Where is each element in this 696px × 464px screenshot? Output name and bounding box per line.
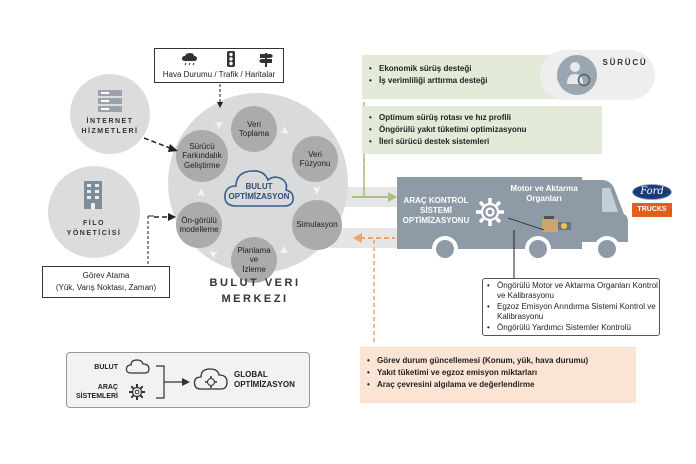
- node-planning: Planlama ve İzleme: [231, 237, 277, 283]
- list-item: Görev durum güncellemesi (Konum, yük, ha…: [366, 355, 632, 367]
- engine-icon: [542, 216, 571, 232]
- engine-control-list: Öngörülü Motor ve Aktarma Organları Kont…: [486, 281, 658, 333]
- node-simulation: Simulasyon: [292, 200, 342, 250]
- signpost-icon: [259, 53, 273, 67]
- mission-status-list: Görev durum güncellemesi (Konum, yük, ha…: [366, 355, 632, 391]
- list-item: Ekonomik sürüş desteği: [368, 63, 608, 75]
- legend-bracket-arrow: [156, 365, 190, 399]
- list-item: Yakıt tüketimi ve egzoz emisyon miktarla…: [366, 367, 632, 379]
- list-item: Araç çevresini algılama ve değerlendirme: [366, 379, 632, 391]
- gear-icon: [129, 384, 145, 400]
- cloud-center-label: BULUT OPTİMİZASYON: [228, 182, 290, 201]
- trucks-badge: TRUCKS: [632, 203, 672, 217]
- global-cloud-gear-icon: [193, 368, 228, 390]
- list-item: Optimum sürüş rotası ve hız profili: [368, 112, 598, 124]
- task-box-title: Görev Atama: [82, 271, 130, 280]
- engine-pointer: [507, 217, 545, 282]
- node-driver-awareness: Sürücü Farkındalık Geliştirme: [176, 130, 228, 182]
- truck-wheel-mid: [525, 236, 551, 262]
- traffic-light-icon: [227, 51, 235, 67]
- task-assignment-box: [42, 266, 170, 298]
- weather-traffic-maps-box: [154, 48, 284, 83]
- node-predictive-modeling: Ön-görülü modelleme: [176, 202, 222, 248]
- internet-services-circle: [70, 74, 150, 154]
- list-item: Öngörülü Motor ve Aktarma Organları Kont…: [486, 281, 658, 301]
- list-item: İleri sürücü destek sistemleri: [368, 136, 598, 148]
- driver-steering-icon: [567, 62, 591, 87]
- task-box-subtitle: (Yük, Varış Noktası, Zaman): [55, 283, 157, 292]
- node-data-collection: Veri Toplama: [231, 106, 277, 152]
- internet-label-line2: HİZMETLERİ: [81, 128, 139, 135]
- list-item: İş verimliliği arttırma desteği: [368, 75, 608, 87]
- legend-box: [66, 352, 310, 408]
- route-list: Optimum sürüş rotası ve hız profili Öngö…: [368, 112, 598, 148]
- node-data-fusion: Veri Füzyonu: [292, 136, 338, 182]
- list-item: Öngörülü yakıt tüketimi optimizasyonu: [368, 124, 598, 136]
- ford-trucks-logo: Ford TRUCKS: [632, 182, 672, 220]
- driver-label: SÜRÜCÜ: [602, 58, 648, 67]
- vehicle-control-label: ARAÇ KONTROL SİSTEMİ OPTİMİZASYONU: [402, 196, 470, 225]
- list-item: Egzoz Emisyon Arındırma Sistemi Kontrol …: [486, 302, 658, 322]
- legend-vehicle-label: ARAÇ SİSTEMLERİ: [75, 384, 118, 400]
- truck-wheel-rear: [432, 236, 458, 262]
- ford-oval: Ford: [632, 184, 672, 200]
- engine-label: Motor ve Aktarma Organları: [510, 184, 578, 203]
- internet-label-line1: İNTERNET: [86, 118, 134, 125]
- gear-icon: [476, 198, 504, 226]
- legend-global-label: GLOBAL OPTİMİZASYON: [234, 370, 295, 389]
- cloud-center-icon: [224, 170, 294, 207]
- server-rack-icon: [98, 90, 122, 112]
- cloud-rain-icon: [182, 53, 197, 66]
- fleet-label-line2: YÖNETİCİSİ: [66, 230, 122, 237]
- driver-support-list: Ekonomik sürüş desteği İş verimliliği ar…: [368, 63, 608, 87]
- truck-cab: [580, 180, 628, 242]
- cloud-caption-line2: Merkezi: [221, 293, 289, 305]
- building-icon: [84, 181, 102, 209]
- list-item: Öngörülü Yardımcı Sistemler Kontrolü: [486, 323, 658, 333]
- truck-trailer: [397, 177, 582, 249]
- cloud-caption-line1: Bulut Veri: [209, 277, 301, 289]
- weather-box-label: Hava Durumu / Trafik / Haritalar: [162, 70, 276, 79]
- fleet-label-line1: FİLO: [83, 220, 105, 227]
- truck-wheel-front: [594, 236, 620, 262]
- legend-cloud-label: BULUT: [94, 364, 118, 371]
- cloud-icon: [125, 359, 150, 374]
